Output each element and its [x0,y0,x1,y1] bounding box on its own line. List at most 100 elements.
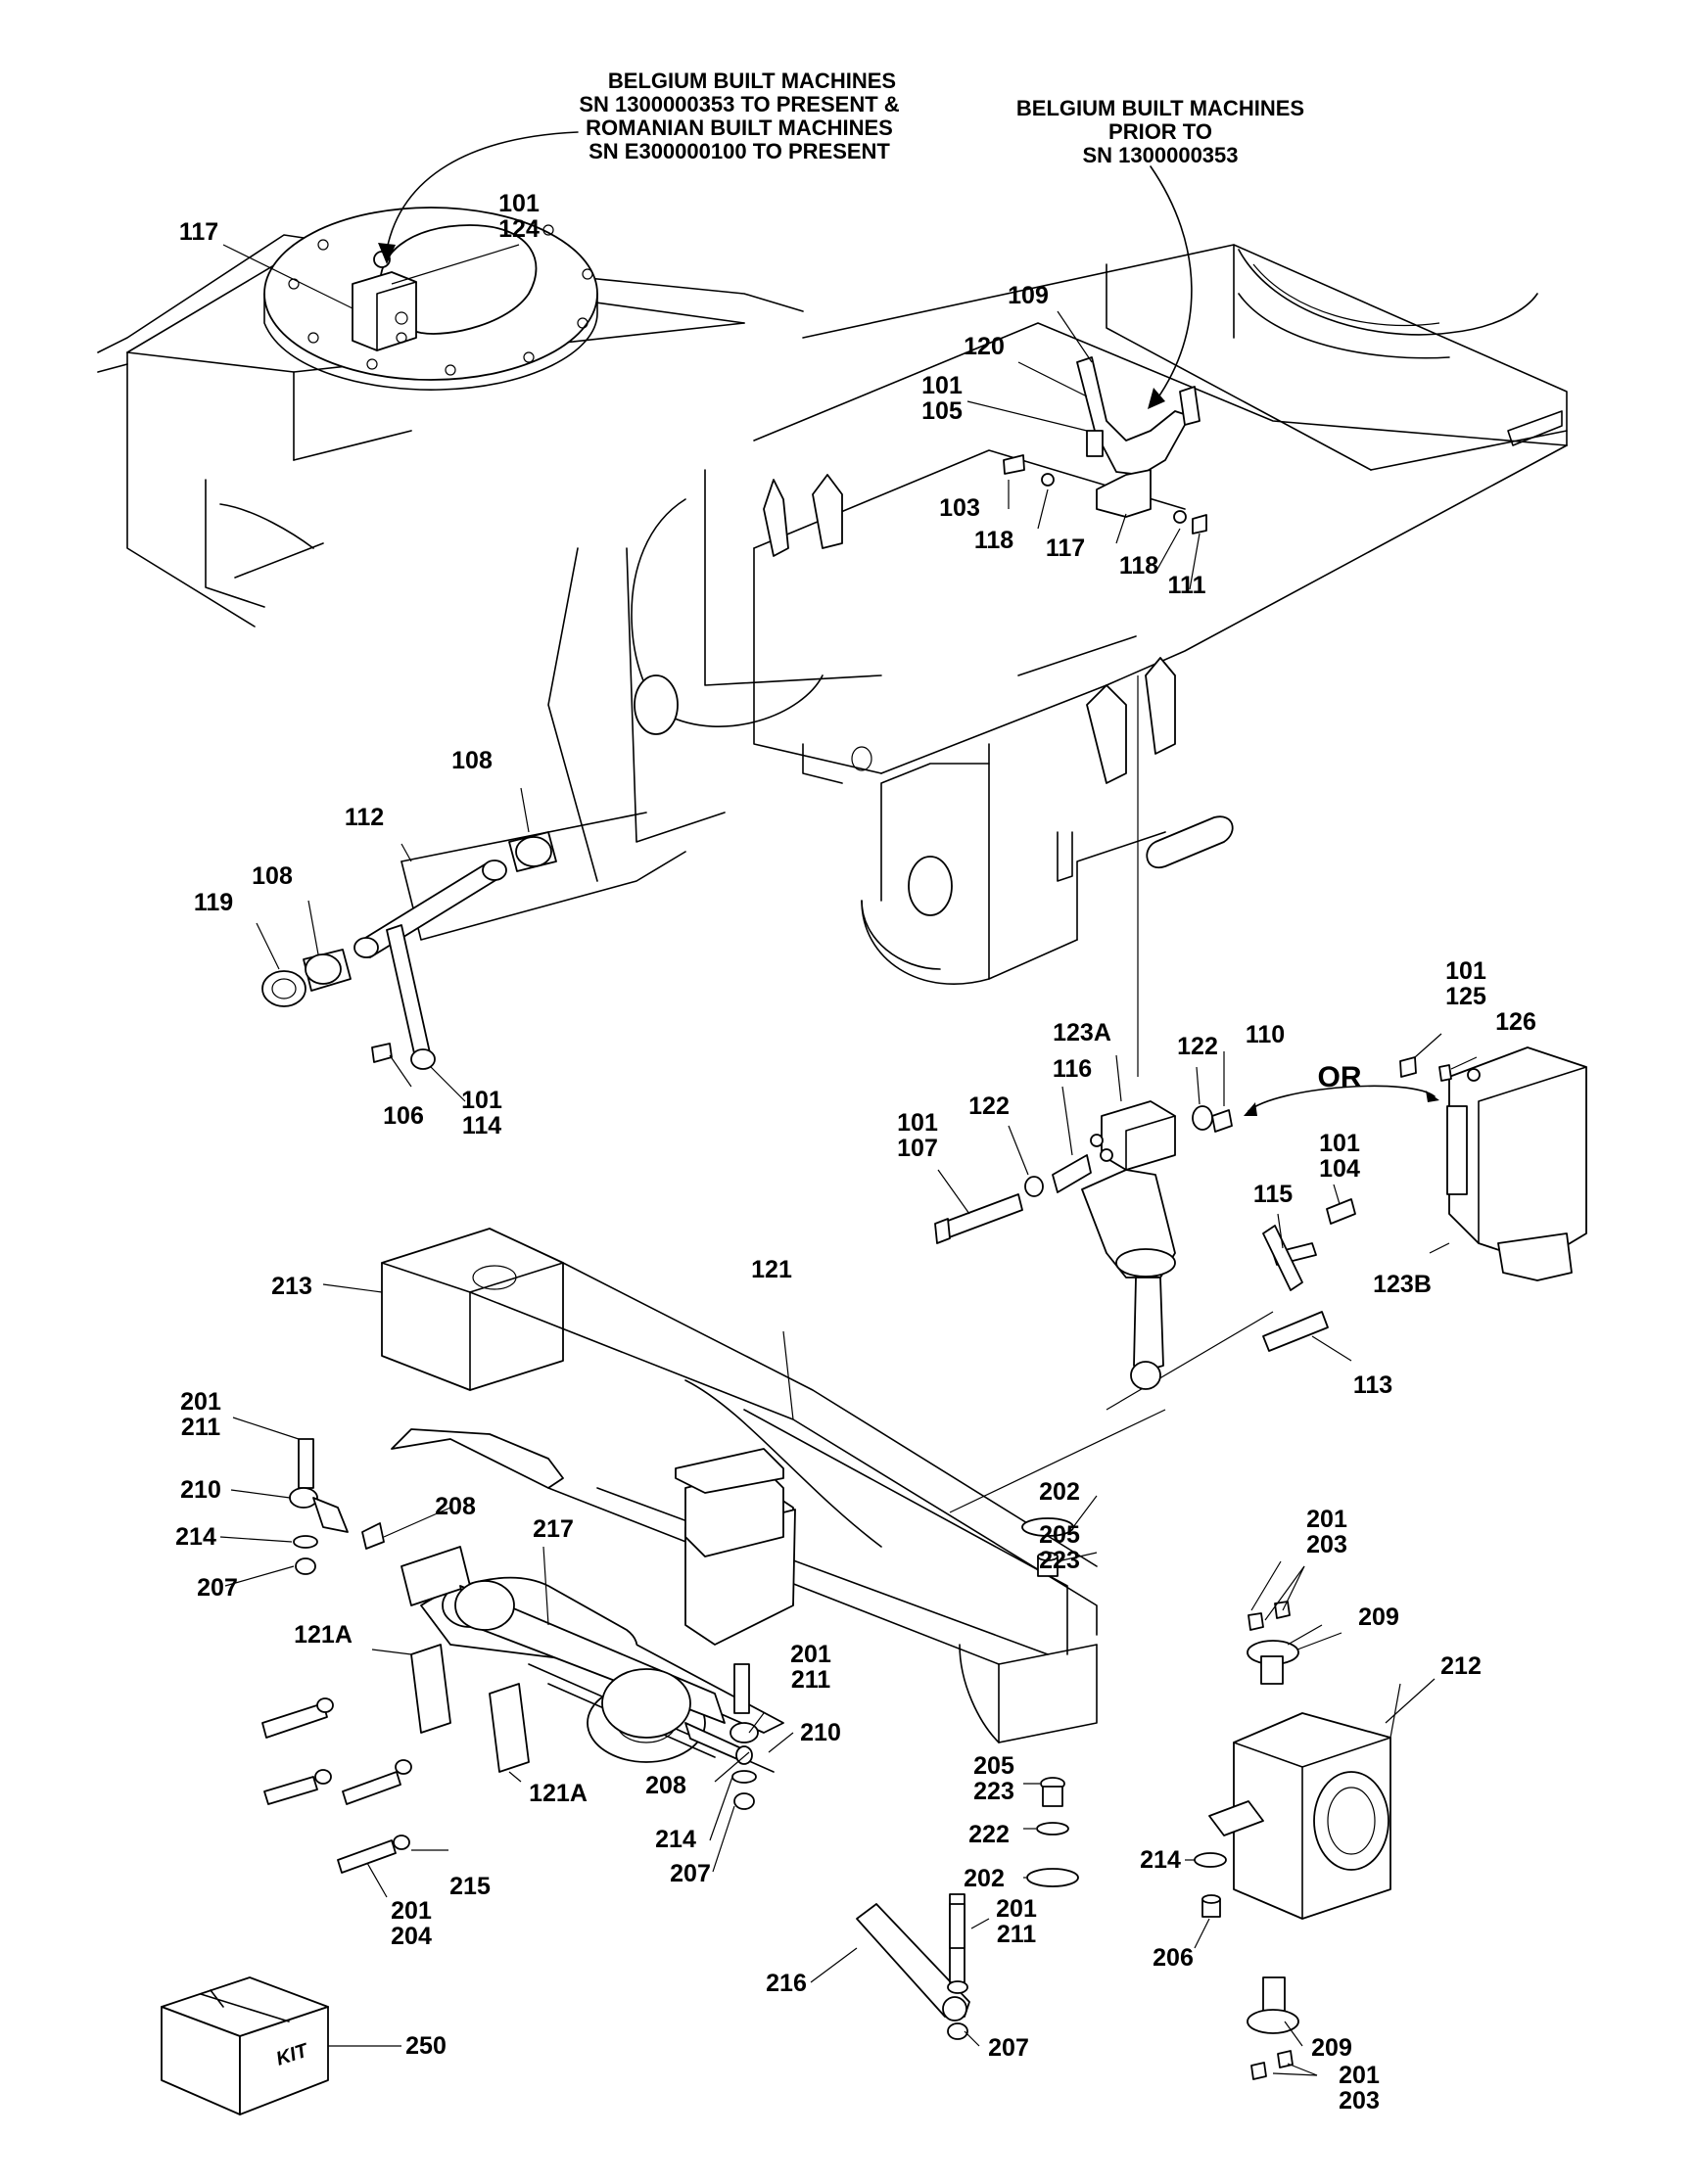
note-belgium-prior-line-3: SN 1300000353 [1082,143,1238,167]
note-belgium-new: BELGIUM BUILT MACHINES SN 1300000353 TO … [579,69,899,163]
callout-label: 103 [939,494,980,522]
callout-label: 208 [435,1493,476,1520]
callout-label: 108 [252,862,293,890]
callout-label: 213 [271,1273,312,1300]
callout-label: 201 [790,1641,831,1668]
leader-lines [219,244,1478,2076]
callout-label: 207 [670,1860,711,1887]
note-belgium-new-line-3: ROMANIAN BUILT MACHINES [586,116,893,140]
note-belgium-new-line-2: SN 1300000353 TO PRESENT & [579,92,899,116]
callout-label: 209 [1311,2034,1352,2062]
callout-label: 214 [175,1523,216,1551]
callout-label: 123B [1373,1271,1432,1298]
or-label: OR [1318,1061,1362,1093]
callout-label: 217 [533,1515,574,1543]
callout-label: 104 [1319,1155,1360,1183]
callout-label: 120 [964,333,1005,360]
callout-label: 207 [197,1574,238,1602]
callout-label: 123A [1053,1019,1111,1046]
callout-label: 101 [498,190,540,217]
pivot-pin-group-drawing [261,831,557,1070]
callout-label: 209 [1358,1603,1399,1631]
callout-label: 203 [1339,2087,1380,2114]
callout-label: 101 [897,1109,938,1137]
callout-label: 112 [345,804,384,831]
callout-label: 101 [461,1087,502,1114]
callout-label: 121A [529,1780,588,1807]
note-arrows [378,131,1439,1116]
callout-label: 211 [181,1414,220,1441]
callout-label: 116 [1053,1055,1092,1083]
callout-label: 124 [498,215,540,243]
callout-label: 126 [1495,1008,1536,1036]
callout-label: 222 [968,1821,1010,1848]
upper-frame-drawing [97,207,804,627]
callout-label: 125 [1445,983,1486,1010]
callout-label: 201 [1306,1506,1347,1533]
note-belgium-prior-line-2: PRIOR TO [1108,119,1212,144]
main-frame-drawing [400,244,1568,985]
callout-label: 101 [1319,1130,1360,1157]
callout-label: 106 [383,1102,424,1130]
note-belgium-new-line-4: SN E300000100 TO PRESENT [589,139,890,163]
callout-label: 214 [655,1826,696,1853]
callout-label: 115 [1253,1181,1293,1208]
note-belgium-new-line-1: BELGIUM BUILT MACHINES [608,69,896,93]
steering-cylinder-drawing [400,1546,753,1765]
callout-label: 119 [194,889,233,916]
callout-label: 118 [1119,552,1158,580]
small-hardware-drawing [261,1438,1299,2080]
callout-label: 205 [1039,1521,1080,1549]
callout-label: 208 [645,1772,686,1799]
callout-label: 110 [1246,1021,1285,1048]
callout-label: 223 [973,1778,1014,1805]
callout-label: 205 [973,1752,1014,1780]
callout-label: 210 [800,1719,841,1746]
callout-label: 117 [1046,534,1085,562]
callout-label: 121A [294,1621,353,1649]
kit-box: KIT [161,1976,329,2115]
callout-label: 114 [462,1112,501,1139]
callout-label: 109 [1008,282,1049,309]
callout-label: 105 [921,397,963,425]
callout-label: 216 [766,1970,807,1997]
callout-label: 202 [1039,1478,1080,1506]
callout-label: 117 [179,218,218,246]
callout-label: 101 [921,372,963,399]
cylinder-123a-drawing [1081,1100,1176,1390]
callout-label: 203 [1306,1531,1347,1558]
callout-labels: 101 124 117 109 120 101 105 103 118 117 … [175,190,1536,2114]
callout-label: 223 [1039,1547,1080,1574]
knuckle-housing-drawing [1208,1712,1391,1920]
callout-label: 201 [1339,2062,1380,2089]
callout-label: 212 [1440,1652,1482,1680]
callout-label: 108 [451,747,493,774]
callout-label: 211 [791,1666,830,1694]
callout-label: 210 [180,1476,221,1504]
callout-label: 122 [968,1092,1010,1120]
callout-label: 121 [751,1256,792,1283]
callout-label: 204 [391,1923,432,1950]
cylinder-hardware-drawing [934,1105,1356,1352]
callout-label: 107 [897,1135,938,1162]
bracket-assembly-drawing [1003,356,1207,534]
callout-label: 201 [996,1895,1037,1923]
callout-label: 215 [449,1873,491,1900]
cylinder-123b-drawing [1399,1046,1587,1281]
callout-label: 122 [1177,1033,1218,1060]
callout-label: 250 [405,2032,447,2060]
callout-label: 206 [1153,1944,1194,1972]
callout-label: 111 [1168,572,1206,599]
note-belgium-prior: BELGIUM BUILT MACHINES PRIOR TO SN 13000… [1016,96,1304,167]
callout-label: 211 [997,1921,1036,1948]
callout-label: 118 [974,527,1013,554]
callout-label: 207 [988,2034,1029,2062]
callout-label: 214 [1140,1846,1181,1874]
callout-label: 201 [180,1388,221,1416]
callout-label: 113 [1353,1371,1392,1399]
note-belgium-prior-line-1: BELGIUM BUILT MACHINES [1016,96,1304,120]
callout-label: 101 [1445,957,1486,985]
callout-label: 201 [391,1897,432,1925]
callout-label: 202 [964,1865,1005,1892]
